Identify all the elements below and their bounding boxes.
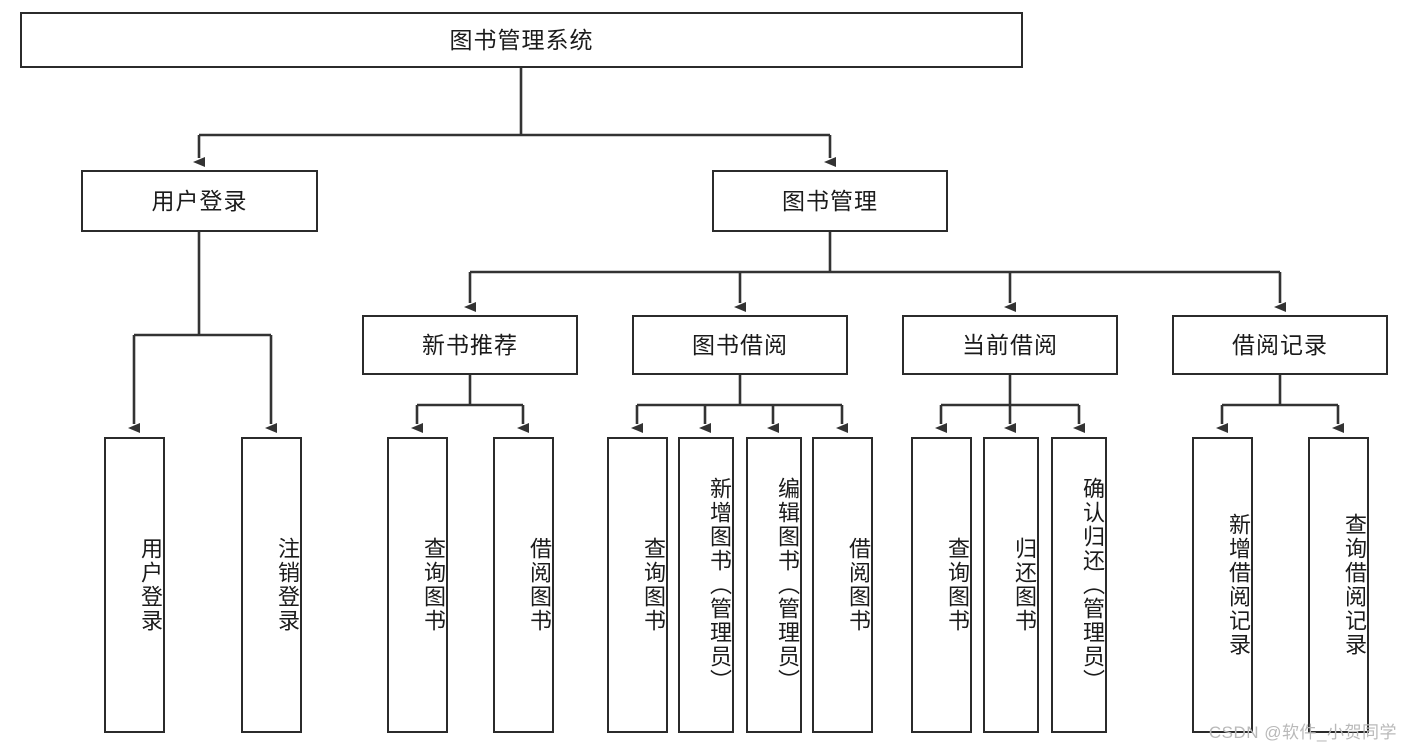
node-book-borrow-label: 图书借阅 — [692, 331, 788, 358]
leaf-cb-confirm-return[interactable]: 确认归还（管理员） — [1051, 437, 1107, 733]
leaf-user-login[interactable]: 用户登录 — [104, 437, 165, 733]
leaf-nb-query-book[interactable]: 查询图书 — [387, 437, 448, 733]
leaf-user-login-label: 用户登录 — [138, 537, 163, 633]
leaf-nb-borrow-book[interactable]: 借阅图书 — [493, 437, 554, 733]
leaf-br-add-record[interactable]: 新增借阅记录 — [1192, 437, 1253, 733]
leaf-cb-return-book[interactable]: 归还图书 — [983, 437, 1039, 733]
leaf-bb-query-book-label: 查询图书 — [641, 537, 666, 633]
leaf-logout[interactable]: 注销登录 — [241, 437, 302, 733]
leaf-br-query-record-label: 查询借阅记录 — [1342, 513, 1367, 657]
leaf-nb-query-book-label: 查询图书 — [421, 537, 446, 633]
leaf-bb-borrow-book-label: 借阅图书 — [846, 537, 871, 633]
leaf-bb-borrow-book[interactable]: 借阅图书 — [812, 437, 873, 733]
node-book-manage[interactable]: 图书管理 — [712, 170, 948, 232]
leaf-cb-query-book[interactable]: 查询图书 — [911, 437, 972, 733]
node-user-login[interactable]: 用户登录 — [81, 170, 318, 232]
node-book-borrow[interactable]: 图书借阅 — [632, 315, 848, 375]
leaf-br-query-record[interactable]: 查询借阅记录 — [1308, 437, 1369, 733]
node-root[interactable]: 图书管理系统 — [20, 12, 1023, 68]
leaf-logout-label: 注销登录 — [275, 537, 300, 633]
node-user-login-label: 用户登录 — [151, 187, 248, 214]
csdn-watermark: CSDN @软件_小贺同学 — [1208, 723, 1397, 742]
leaf-nb-borrow-book-label: 借阅图书 — [527, 537, 552, 633]
node-book-manage-label: 图书管理 — [782, 187, 878, 214]
leaf-br-add-record-label: 新增借阅记录 — [1226, 513, 1251, 657]
leaf-bb-add-book-label: 新增图书（管理员） — [707, 477, 732, 693]
node-borrow-record[interactable]: 借阅记录 — [1172, 315, 1388, 375]
leaf-bb-query-book[interactable]: 查询图书 — [607, 437, 668, 733]
node-new-book-recommend-label: 新书推荐 — [422, 331, 518, 358]
node-root-label: 图书管理系统 — [449, 26, 594, 53]
node-new-book-recommend[interactable]: 新书推荐 — [362, 315, 578, 375]
leaf-bb-add-book[interactable]: 新增图书（管理员） — [678, 437, 734, 733]
leaf-cb-query-book-label: 查询图书 — [945, 537, 970, 633]
node-current-borrow[interactable]: 当前借阅 — [902, 315, 1118, 375]
leaf-cb-confirm-return-label: 确认归还（管理员） — [1080, 477, 1105, 693]
node-borrow-record-label: 借阅记录 — [1232, 331, 1328, 358]
node-current-borrow-label: 当前借阅 — [962, 331, 1058, 358]
leaf-cb-return-book-label: 归还图书 — [1012, 537, 1037, 633]
leaf-bb-edit-book-label: 编辑图书（管理员） — [775, 477, 800, 693]
leaf-bb-edit-book[interactable]: 编辑图书（管理员） — [746, 437, 802, 733]
